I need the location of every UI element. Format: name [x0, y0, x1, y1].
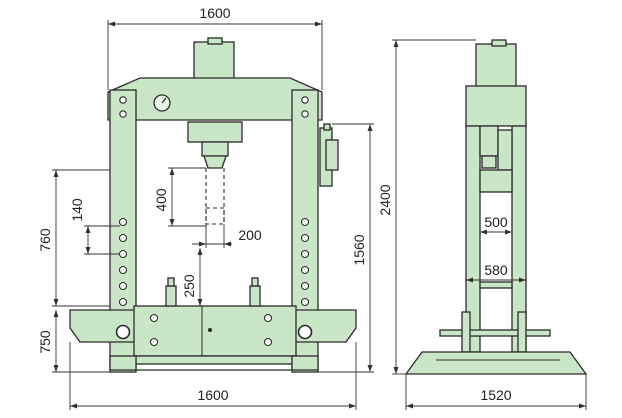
dim-front-bottom-width: 1600 [197, 387, 228, 403]
hydraulic-cylinder [193, 41, 235, 83]
dimension-arrows [53, 21, 586, 409]
dim-side-top-width: 500 [484, 214, 508, 230]
cylinder-cap [207, 37, 223, 45]
dim-total-height: 2400 [377, 184, 393, 215]
dim-side-base-width: 1520 [480, 387, 511, 403]
dim-ram-offset: 200 [238, 227, 262, 243]
ram-head [187, 121, 243, 143]
side-table-bar [439, 329, 551, 337]
dim-base-height: 750 [37, 330, 53, 354]
side-crossbeam [465, 85, 527, 127]
side-lower-plate [479, 281, 513, 289]
side-base [404, 351, 588, 375]
dim-frame-height: 1560 [351, 234, 367, 265]
side-ram [479, 125, 499, 157]
ram-tip [203, 155, 227, 169]
top-crossbeam [107, 77, 323, 121]
dim-bed-gap: 250 [181, 274, 197, 298]
dim-hole-spacing: 140 [69, 198, 85, 222]
left-bed-post [165, 285, 177, 307]
table-lower-rail [133, 355, 297, 365]
side-pump [497, 129, 513, 171]
front-view [69, 37, 357, 373]
dim-lower-section-height: 760 [37, 228, 53, 252]
dim-ram-stroke: 400 [153, 188, 169, 212]
dim-front-top-width: 1600 [199, 5, 230, 21]
side-cylinder [475, 43, 517, 89]
dim-side-bottom-width: 580 [484, 262, 508, 278]
right-bed-post [249, 285, 261, 307]
right-foot [291, 355, 319, 373]
ram-body [201, 141, 229, 157]
side-upper-plate [479, 169, 513, 193]
work-table [133, 305, 297, 357]
column-holes [115, 96, 313, 347]
side-view [404, 39, 588, 375]
left-foot [109, 355, 137, 373]
ram-travel [205, 168, 225, 225]
